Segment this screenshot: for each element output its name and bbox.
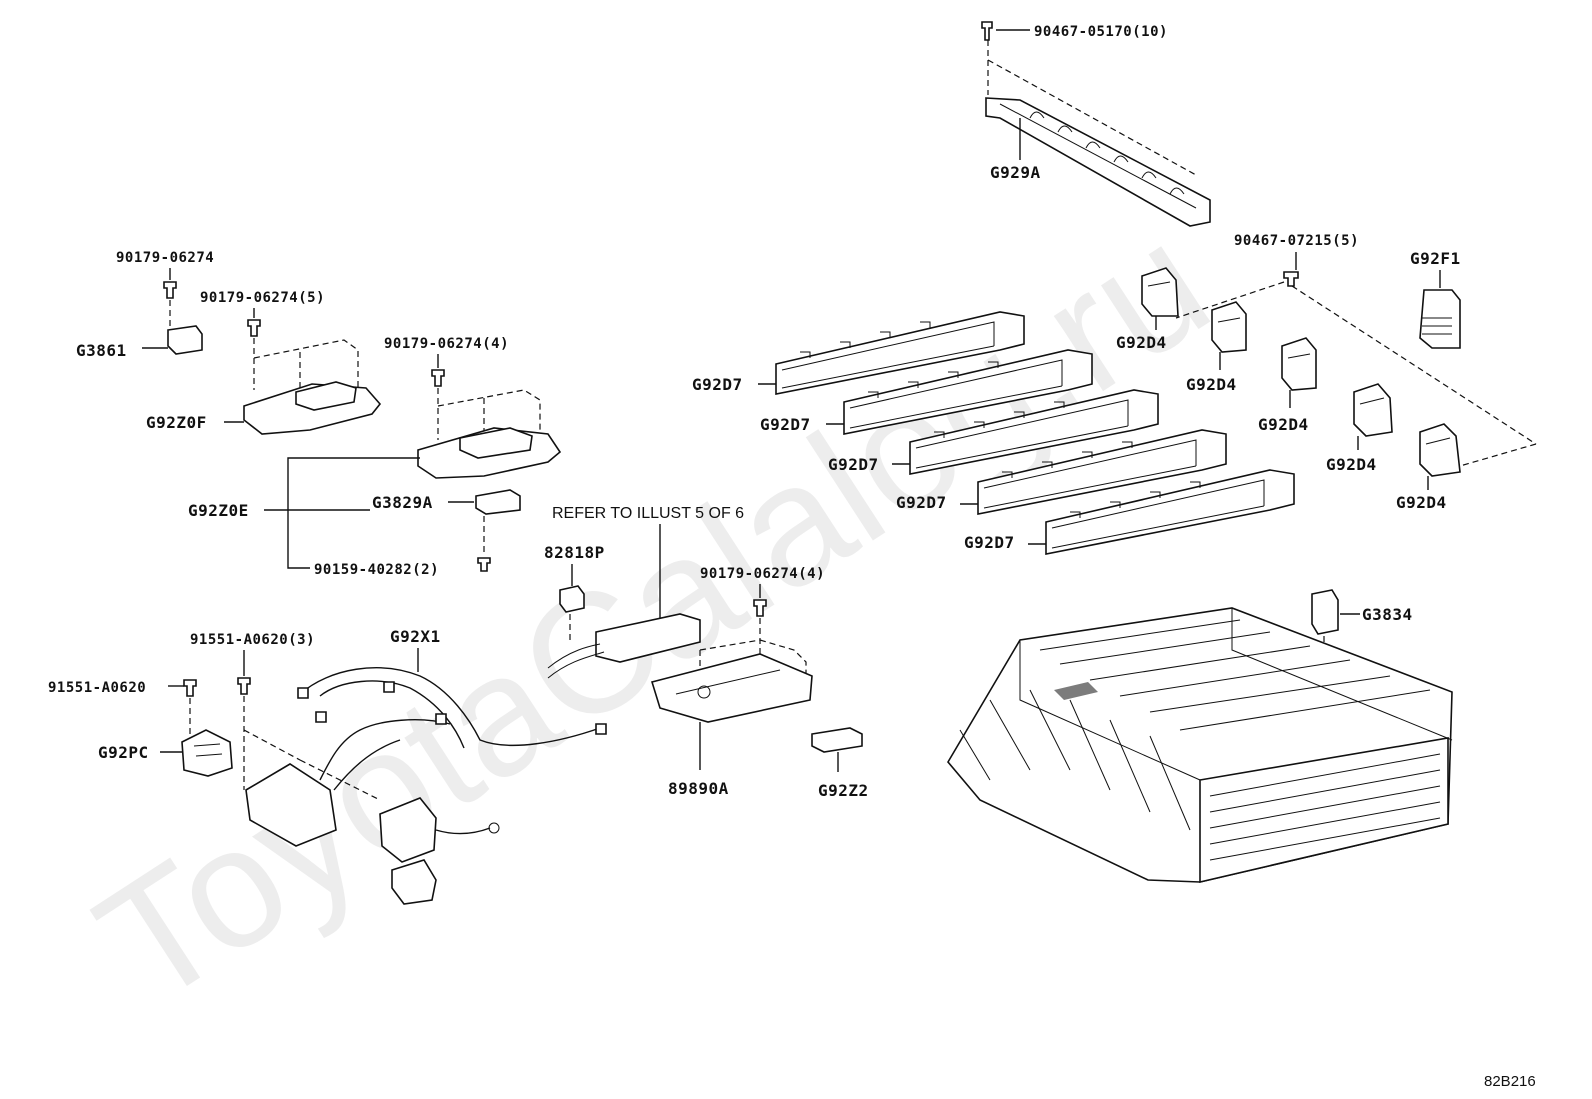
part-G92D4-5[interactable]: [1419, 423, 1461, 477]
label-91551-A0620-a: 91551-A0620(3): [190, 632, 315, 648]
bolt-90179-06274-c[interactable]: [431, 369, 445, 387]
label-G92D7-4: G92D7: [896, 493, 947, 512]
label-89890A: 89890A: [668, 779, 729, 798]
label-G92D7-5: G92D7: [964, 533, 1015, 552]
part-G92PC[interactable]: [181, 729, 233, 777]
busbar-assembly: [547, 613, 701, 679]
label-G92Z0E: G92Z0E: [188, 501, 249, 520]
part-G92D7-3[interactable]: [909, 389, 1159, 475]
label-G92D4-1: G92D4: [1116, 333, 1167, 352]
part-G92D7-2[interactable]: [843, 349, 1093, 435]
label-G92D4-2: G92D4: [1186, 375, 1237, 394]
part-G3834[interactable]: [1311, 589, 1339, 635]
part-G92D4-1[interactable]: [1141, 267, 1179, 317]
part-82818P[interactable]: [559, 585, 585, 613]
part-G92D7-5[interactable]: [1045, 469, 1295, 555]
note-refer-illust[interactable]: REFER TO ILLUST 5 OF 6: [552, 505, 744, 522]
part-89890A[interactable]: [650, 653, 813, 723]
part-G92X1[interactable]: [245, 667, 607, 905]
part-G92Z0E[interactable]: [417, 427, 562, 479]
label-G3861: G3861: [76, 341, 127, 360]
label-90467-07215[interactable]: 90467-07215(5): [1234, 233, 1359, 249]
part-G92Z0F[interactable]: [243, 381, 382, 435]
label-G929A[interactable]: G929A: [990, 163, 1041, 182]
label-G92Z2: G92Z2: [818, 781, 869, 800]
label-82818P: 82818P: [544, 543, 605, 562]
label-90179-06274-c: 90179-06274(4): [384, 336, 509, 352]
label-G92F1: G92F1: [1410, 249, 1461, 268]
label-G92PC: G92PC: [98, 743, 149, 762]
part-G3861[interactable]: [167, 325, 203, 355]
label-G92D7-1: G92D7: [692, 375, 743, 394]
bolt-90179-06274-b[interactable]: [247, 319, 261, 337]
watermark: ToyotaCalalog.ru: [67, 187, 1240, 1041]
label-G92D7-2: G92D7: [760, 415, 811, 434]
part-G92Z2[interactable]: [811, 727, 863, 753]
bolt-90179-06274-a[interactable]: [163, 281, 177, 299]
part-G92D4-3[interactable]: [1281, 337, 1317, 391]
illustration-code: 82B216: [1484, 1073, 1536, 1090]
label-G3834: G3834: [1362, 605, 1413, 624]
part-G92D7-4[interactable]: [977, 429, 1227, 515]
label-90179-06274-d: 90179-06274(4): [700, 566, 825, 582]
label-91551-A0620-b: 91551-A0620: [48, 680, 146, 696]
part-G929A[interactable]: [985, 97, 1211, 227]
label-90179-06274-a: 90179-06274: [116, 250, 214, 266]
bolt-91551-A0620-a[interactable]: [237, 677, 251, 695]
bolt-90179-06274-d[interactable]: [753, 599, 767, 617]
label-G92D7-3: G92D7: [828, 455, 879, 474]
label-90159-40282: 90159-40282(2): [314, 562, 439, 578]
label-G92D4-4: G92D4: [1326, 455, 1377, 474]
part-G92D4-4[interactable]: [1353, 383, 1393, 437]
part-G92D7-1[interactable]: [775, 311, 1025, 395]
battery-stack[interactable]: [947, 607, 1453, 884]
label-G92D4-5: G92D4: [1396, 493, 1447, 512]
label-G3829A: G3829A: [372, 493, 433, 512]
part-G92D4-2[interactable]: [1211, 301, 1247, 353]
bolt-90467-07215[interactable]: [1283, 271, 1299, 287]
label-G92X1: G92X1: [390, 627, 441, 646]
label-90179-06274-b: 90179-06274(5): [200, 290, 325, 306]
label-90467-05170[interactable]: 90467-05170(10): [1034, 24, 1168, 40]
label-G92Z0F: G92Z0F: [146, 413, 207, 432]
bolt-90467-05170[interactable]: [981, 21, 1030, 41]
bolt-90159-40282[interactable]: [477, 557, 491, 572]
label-G92D4-3: G92D4: [1258, 415, 1309, 434]
bolt-91551-A0620-b[interactable]: [183, 679, 197, 697]
part-G92F1[interactable]: [1419, 289, 1461, 349]
part-G3829A[interactable]: [475, 489, 521, 515]
